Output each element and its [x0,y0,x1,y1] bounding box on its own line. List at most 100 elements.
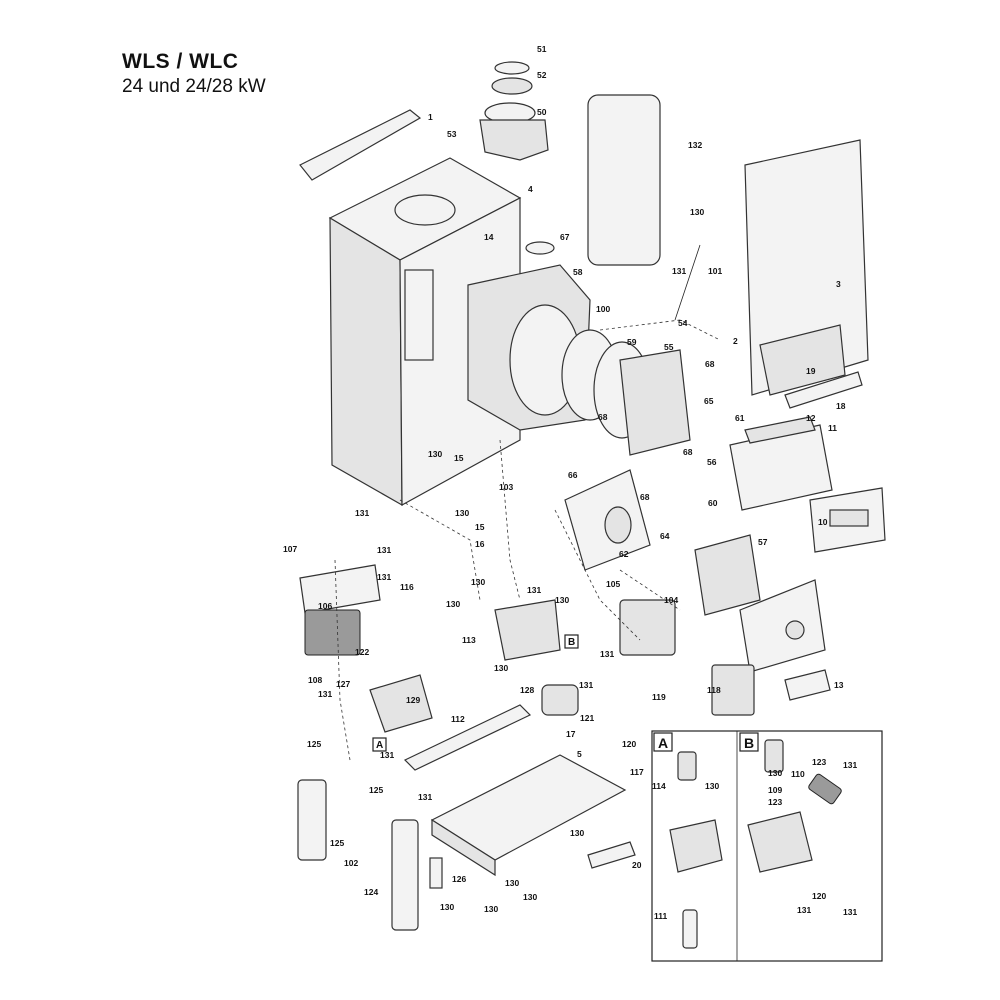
part-label-56: 56 [707,457,717,467]
part-label-114: 114 [652,781,666,791]
part-label-118: 118 [707,685,721,695]
part-label-127: 127 [336,679,350,689]
part-label-15: 15 [475,522,485,532]
part-pipe-126 [429,857,443,889]
part-label-126: 126 [452,874,466,884]
part-label-4: 4 [528,184,533,194]
part-label-130: 130 [505,878,519,888]
part-label-64: 64 [660,531,670,541]
part-label-100: 100 [596,304,610,314]
part-label-130: 130 [440,902,454,912]
part-strip-20 [587,841,636,869]
part-label-57: 57 [758,537,768,547]
part-label-131: 131 [797,905,811,915]
inset-a-part-111 [682,909,698,949]
part-label-130: 130 [690,207,704,217]
part-mounting-bracket [299,109,422,181]
part-casing-slot [404,269,434,361]
part-label-60: 60 [708,498,718,508]
part-label-12: 12 [806,413,816,423]
part-label-59: 59 [627,337,637,347]
part-label-16: 16 [475,539,485,549]
part-label-132: 132 [688,140,702,150]
part-control-box-11 [729,424,833,511]
part-label-131: 131 [672,266,686,276]
part-seal-ring-52 [491,77,533,95]
part-label-65: 65 [704,396,714,406]
part-label-130: 130 [705,781,719,791]
part-label-119: 119 [652,692,666,702]
part-electronics-knob [785,620,805,640]
part-label-67: 67 [560,232,570,242]
part-label-120: 120 [812,891,826,901]
part-label-122: 122 [355,647,369,657]
part-flue-adapter-53 [479,119,549,161]
assembly-line-a [334,559,351,761]
assembly-line-c [554,509,641,641]
inset-b-part-110 [764,739,784,773]
part-label-62: 62 [619,549,629,559]
part-label-108: 108 [308,675,322,685]
part-label-68: 68 [640,492,650,502]
inset-key-b: B [744,735,754,751]
part-hydraulic-valve-B [494,599,561,661]
part-label-54: 54 [678,318,688,328]
part-base-tray-front [431,818,496,877]
part-label-131: 131 [843,907,857,917]
inset-frame [651,730,883,962]
diagram-title: WLS / WLC [122,50,239,73]
part-hydraulic-valve-A [369,674,433,733]
part-label-131: 131 [318,689,332,699]
part-label-58: 58 [573,267,583,277]
part-fan-57 [694,534,761,616]
part-label-130: 130 [428,449,442,459]
part-label-116: 116 [400,582,414,592]
part-label-131: 131 [380,750,394,760]
assembly-line-d [619,569,681,611]
part-label-61: 61 [735,413,745,423]
part-label-68: 68 [705,359,715,369]
inset-key-box-b [739,732,759,752]
part-label-130: 130 [555,595,569,605]
part-label-55: 55 [664,342,674,352]
part-label-104: 104 [664,595,678,605]
part-label-130: 130 [494,663,508,673]
part-burner-door-55 [619,349,691,456]
part-label-19: 19 [806,366,816,376]
part-label-125: 125 [330,838,344,848]
part-label-130: 130 [523,892,537,902]
part-trim-strip-18 [784,371,863,409]
part-insulation-107 [299,564,381,614]
part-venturi-62 [604,506,632,544]
part-connector-strip-112 [403,704,532,771]
part-label-121: 121 [580,713,594,723]
part-label-107: 107 [283,544,297,554]
part-label-105: 105 [606,579,620,589]
part-label-53: 53 [447,129,457,139]
part-label-131: 131 [377,572,391,582]
marker-a: A [376,740,383,751]
part-label-15: 15 [454,453,464,463]
part-label-52: 52 [537,70,547,80]
part-label-14: 14 [484,232,494,242]
part-label-123: 123 [812,757,826,767]
part-label-113: 113 [462,635,476,645]
part-label-18: 18 [836,401,846,411]
part-label-125: 125 [307,739,321,749]
marker-b: B [568,637,575,648]
assembly-line-f [399,499,481,601]
part-plate-heat-exchanger-106 [304,609,361,656]
part-label-131: 131 [527,585,541,595]
inset-key-box-a [653,732,673,752]
part-label-128: 128 [520,685,534,695]
assembly-line-e [599,319,721,341]
part-label-17: 17 [566,729,576,739]
part-label-131: 131 [377,545,391,555]
inset-b-valve [747,811,813,873]
part-label-10: 10 [818,517,828,527]
part-label-130: 130 [484,904,498,914]
part-label-109: 109 [768,785,782,795]
part-gas-valve-118 [711,664,755,716]
